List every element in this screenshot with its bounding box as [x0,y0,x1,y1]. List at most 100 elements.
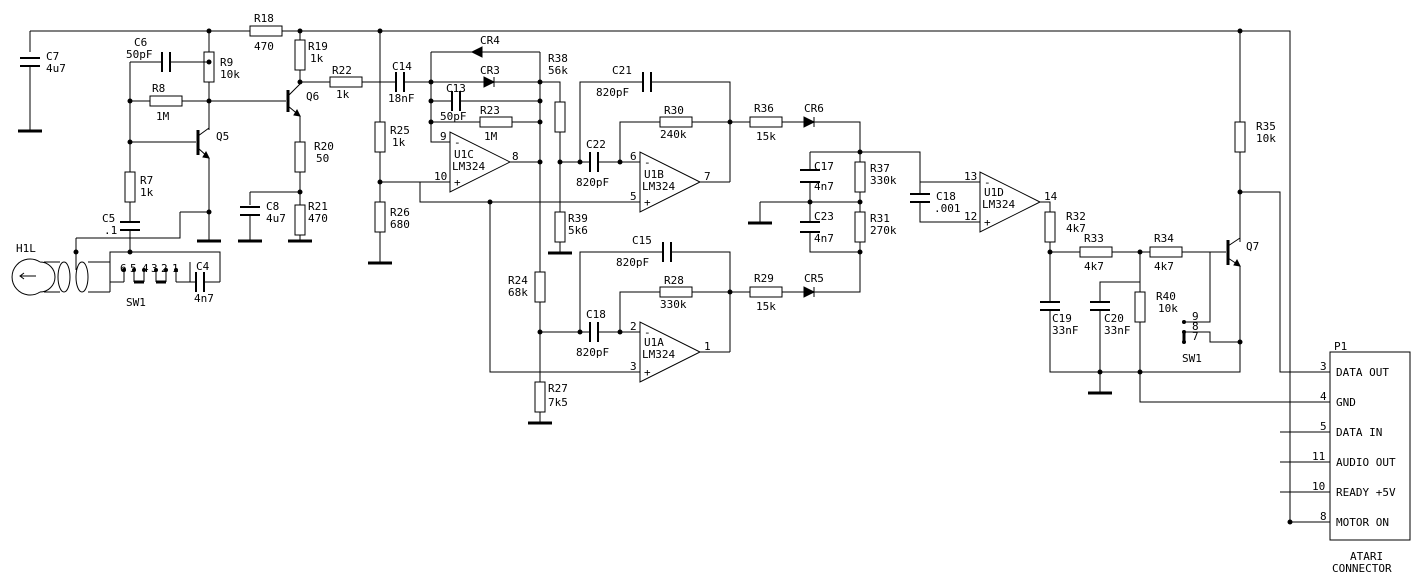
label-r28: R28 [664,274,684,287]
label-cr4: CR4 [480,34,500,47]
label-r37: R37 [870,162,890,175]
svg-text:-: - [984,176,991,189]
label-u1d: U1D [984,186,1004,199]
label-c15: C15 [632,234,652,247]
label-r31: R31 [870,212,890,225]
label-p1-pin8-num: 8 [1320,510,1327,523]
label-c7-value: 4u7 [46,62,66,75]
label-r20: R20 [314,140,334,153]
label-r39-value: 5k6 [568,224,588,237]
label-r9-value: 10k [220,68,240,81]
label-c17: C17 [814,160,834,173]
label-r24-value: 68k [508,286,528,299]
label-c8: C8 [266,200,279,213]
label-sw1-left: SW1 [126,296,146,309]
label-r38-value: 56k [548,64,568,77]
label-cr3: CR3 [480,64,500,77]
label-r23-value: 1M [484,130,498,143]
svg-text:-: - [454,136,461,149]
atari-connector-p1 [1280,351,1411,541]
label-r22-value: 1k [336,88,350,101]
label-r30-value: 240k [660,128,687,141]
label-c14: C14 [392,60,412,73]
label-r20-value: 50 [316,152,329,165]
label-u1d-pin13: 13 [964,170,977,183]
label-r39: R39 [568,212,588,225]
label-u1b-pin6: 6 [630,150,637,163]
label-u1c-part: LM324 [452,160,485,173]
svg-text:+: + [454,176,461,189]
label-sw-pin6: 6 [120,262,127,275]
label-c21-value: 820pF [596,86,629,99]
label-sw1-right-pin8: 8 [1192,320,1199,333]
svg-text:+: + [644,366,651,379]
label-cr5: CR5 [804,272,824,285]
junction-dots [73,28,1293,525]
label-u1c-pin8: 8 [512,150,519,163]
label-c14-value: 18nF [388,92,415,105]
label-u1a: U1A [644,336,664,349]
label-r32-value: 4k7 [1066,222,1086,235]
label-r25-value: 1k [392,136,406,149]
label-c13: C13 [446,82,466,95]
label-c22: C22 [586,138,606,151]
label-r22: R22 [332,64,352,77]
label-r29-value: 15k [756,300,776,313]
label-p1-pin10-name: READY +5V [1336,486,1396,499]
label-sw-pin2: 2 [161,262,168,275]
label-r7-value: 1k [140,186,154,199]
label-r18: R18 [254,12,274,25]
label-r34-value: 4k7 [1154,260,1174,273]
label-sw-pin1: 1 [172,262,179,275]
label-p1-pin5-num: 5 [1320,420,1327,433]
label-sw-pin3: 3 [151,262,158,275]
label-c6-value: 50pF [126,48,153,61]
label-c17-value: 4n7 [814,180,834,193]
label-p1-pin11-name: AUDIO OUT [1336,456,1396,469]
label-r26-value: 680 [390,218,410,231]
label-c4: C4 [196,260,210,273]
label-r29: R29 [754,272,774,285]
label-r28-value: 330k [660,298,687,311]
label-c8-value: 4u7 [266,212,286,225]
label-r36-value: 15k [756,130,776,143]
label-r30: R30 [664,104,684,117]
label-r19: R19 [308,40,328,53]
label-p1-pin4-num: 4 [1320,390,1327,403]
label-p1-pin10-num: 10 [1312,480,1325,493]
filter-stage-u1d: - + [748,151,1241,373]
label-r32: R32 [1066,210,1086,223]
label-r36: R36 [754,102,774,115]
label-c23: C23 [814,210,834,223]
label-p1-pin3-name: DATA OUT [1336,366,1389,379]
label-u1d-part: LM324 [982,198,1015,211]
label-r33-value: 4k7 [1084,260,1104,273]
label-r25: R25 [390,124,410,137]
label-r40-value: 10k [1158,302,1178,315]
label-c19-value: 33nF [1052,324,1079,337]
label-u1b-pin5: 5 [630,190,637,203]
label-sw1-right: SW1 [1182,352,1202,365]
label-u1d-pin14: 14 [1044,190,1058,203]
label-cr6: CR6 [804,102,824,115]
label-r8-value: 1M [156,110,170,123]
label-c18-right: C18 [936,190,956,203]
label-p1-pin4-name: GND [1336,396,1356,409]
label-r27: R27 [548,382,568,395]
label-atari: ATARI [1350,550,1383,563]
svg-text:-: - [644,156,651,169]
opamp-stage-u1b: - + [548,72,861,255]
label-r18-value: 470 [254,40,274,53]
label-r19-value: 1k [310,52,324,65]
output-stage-q7 [1050,31,1330,403]
label-c6: C6 [134,36,147,49]
label-c18-right-value: .001 [934,202,961,215]
label-q5: Q5 [216,130,229,143]
resistor-r18 [249,25,283,37]
label-u1b-part: LM324 [642,180,675,193]
label-c21: C21 [612,64,632,77]
label-q7: Q7 [1246,240,1259,253]
label-r27-value: 7k5 [548,396,568,409]
label-r9: R9 [220,56,233,69]
label-c20-value: 33nF [1104,324,1131,337]
